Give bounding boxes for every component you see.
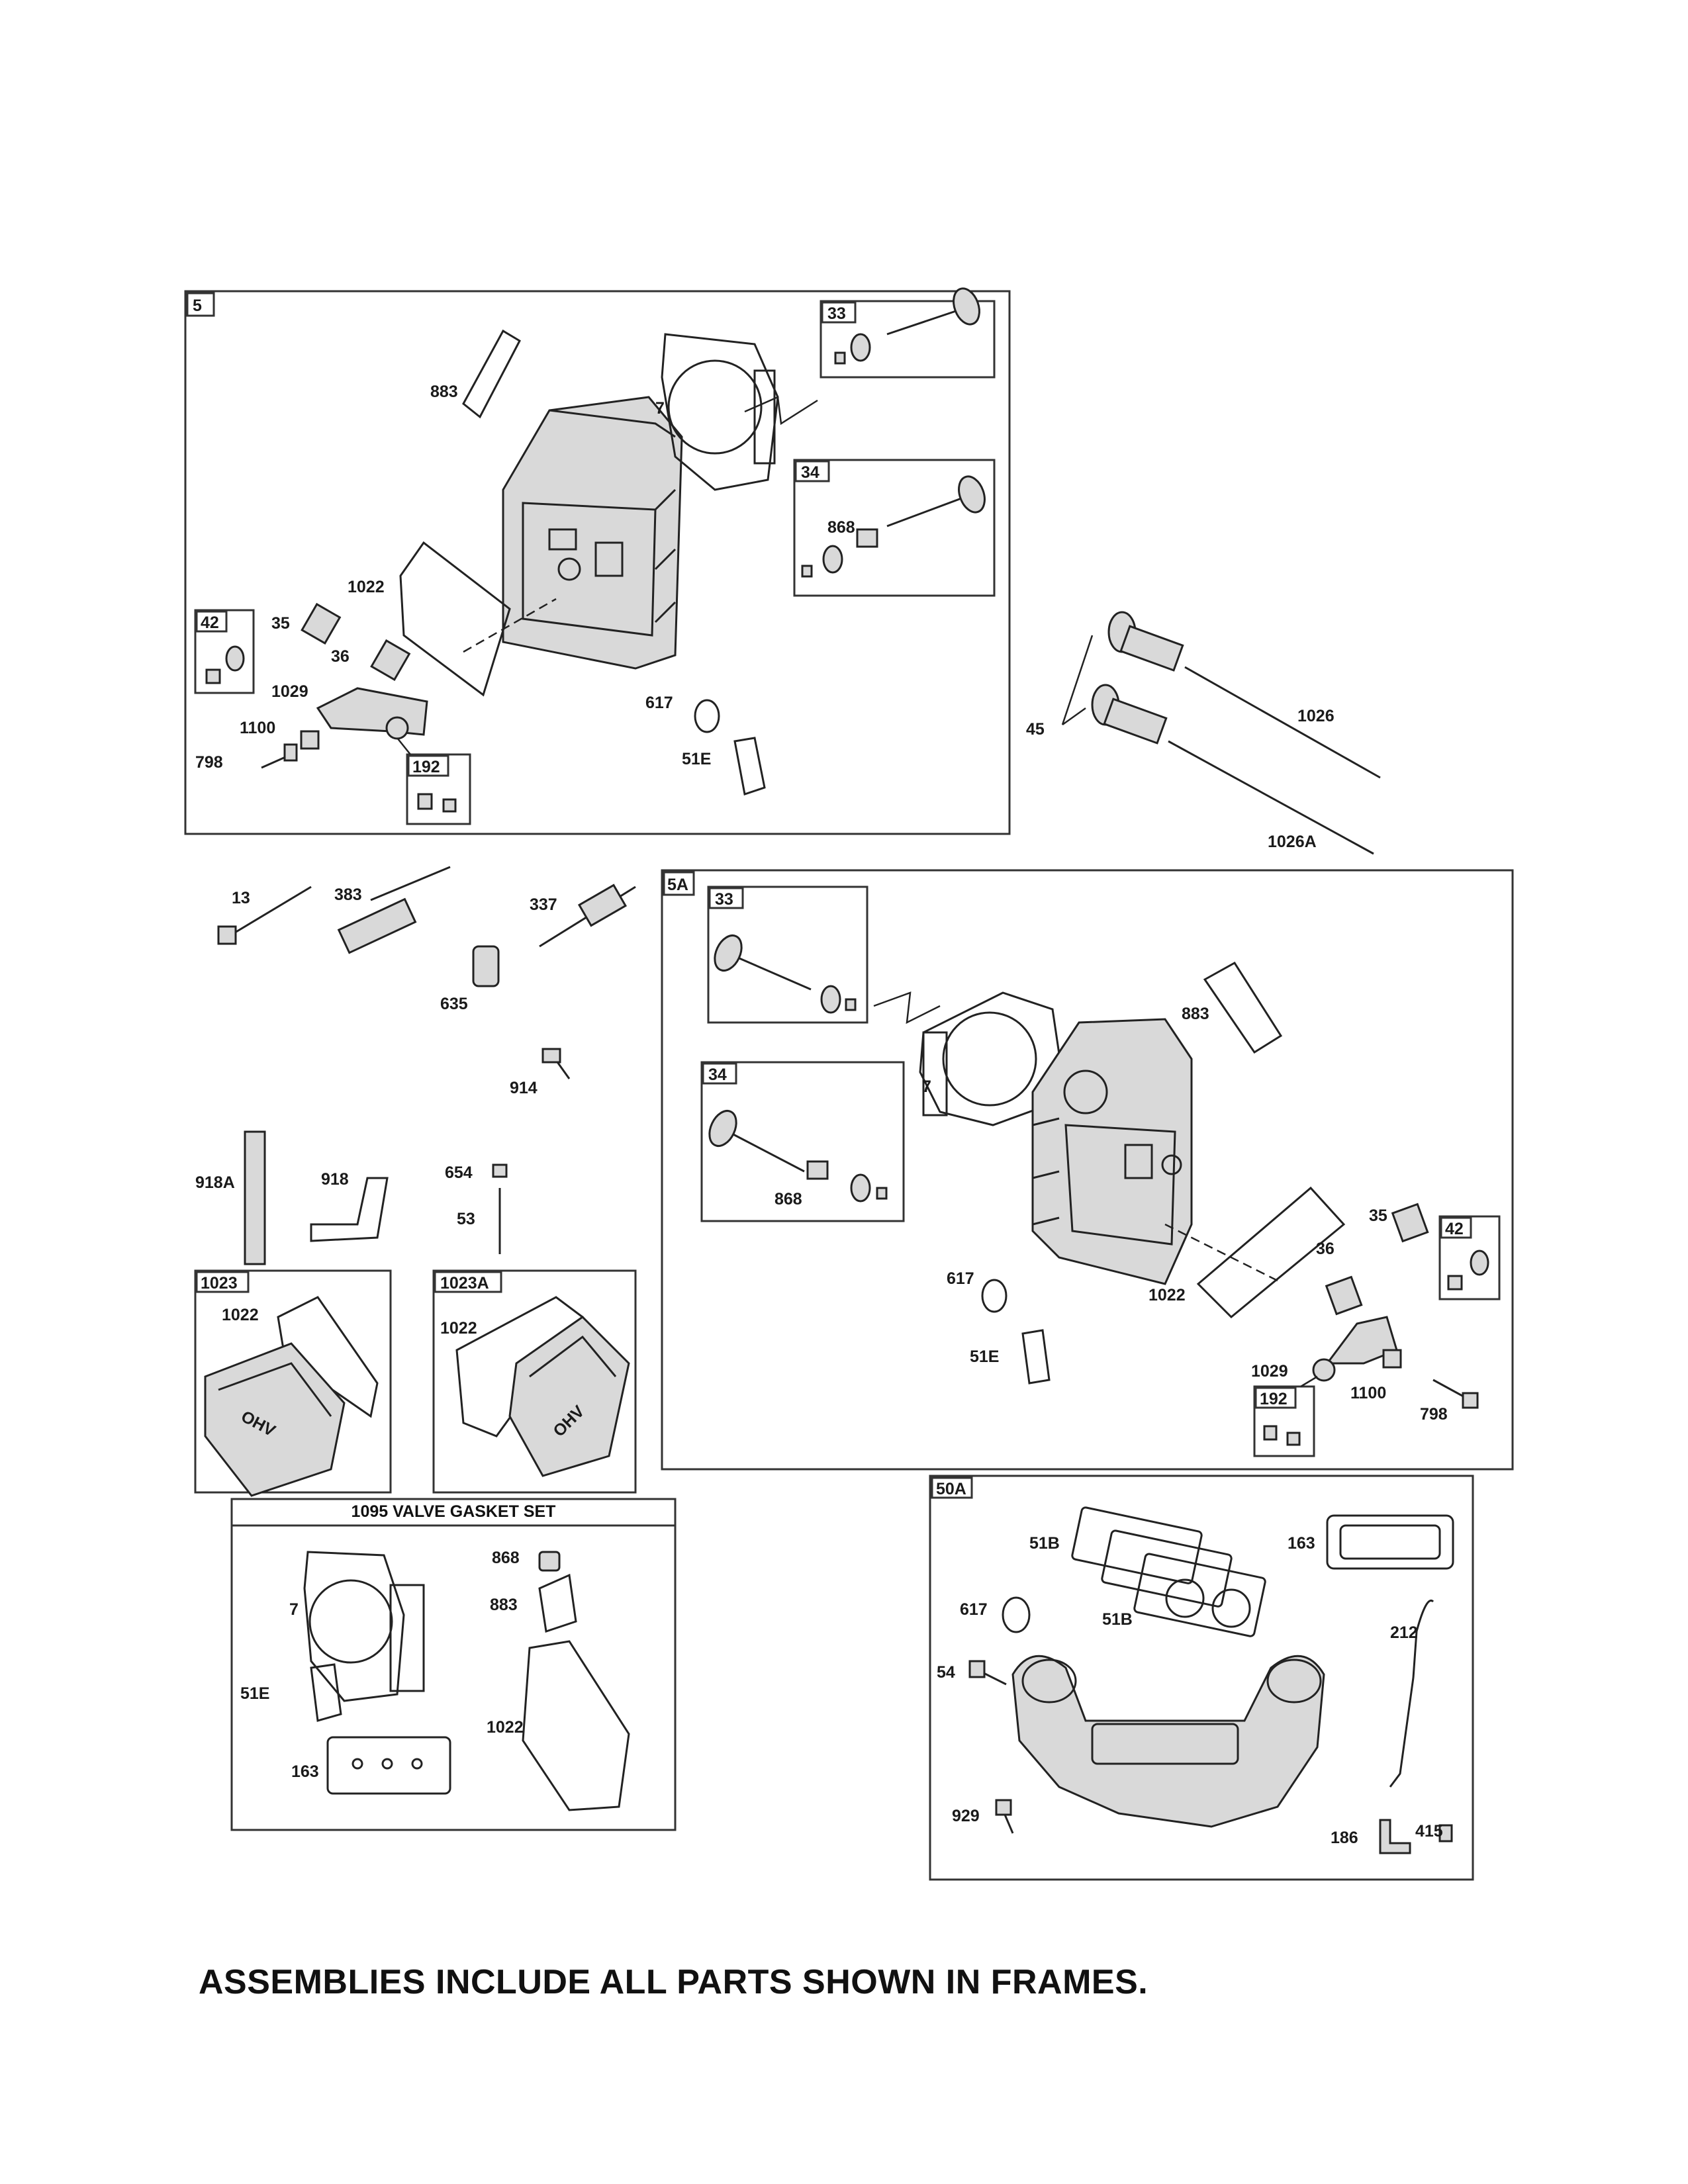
retainer-part — [225, 645, 245, 672]
frame-tag-34-right: 34 — [708, 1066, 727, 1084]
frame-5A: 5A 33 34 868 7 — [661, 869, 1514, 1471]
frame-tag-42-right: 42 — [1445, 1220, 1464, 1238]
frame-tag-5: 5 — [193, 296, 202, 315]
part-918: 918 — [321, 1170, 349, 1189]
push-rod-group: 45 1026 1026A — [1026, 611, 1381, 855]
tappet-lower-part — [1091, 684, 1168, 745]
part-1026: 1026 — [1297, 707, 1335, 725]
part-383: 383 — [334, 886, 362, 904]
frame-tag-34-top: 34 — [801, 463, 820, 482]
frame-tag-33-top: 33 — [827, 304, 846, 323]
frame-tag-192-right: 192 — [1260, 1390, 1288, 1408]
footer-note: ASSEMBLIES INCLUDE ALL PARTS SHOWN IN FR… — [199, 1963, 1149, 2001]
valve-spring-35-part — [301, 602, 342, 645]
part-36-right: 36 — [1316, 1240, 1335, 1258]
part-1022-d: 1022 — [440, 1319, 477, 1338]
part-51E-top: 51E — [682, 750, 711, 768]
part-798-top: 798 — [195, 753, 223, 772]
part-617-right: 617 — [947, 1269, 974, 1288]
gasket-set-163: 163 — [291, 1762, 319, 1781]
part-337: 337 — [530, 895, 557, 914]
part-868-top: 868 — [827, 518, 855, 537]
screw-798-part — [261, 743, 298, 769]
part-51B-upper: 51B — [1029, 1534, 1060, 1553]
valve-intake-part — [834, 287, 980, 365]
keeper-part — [205, 668, 221, 684]
part-415: 415 — [1415, 1822, 1443, 1841]
part-914: 914 — [510, 1079, 538, 1097]
part-35-top: 35 — [271, 614, 290, 633]
frame-tag-33-right: 33 — [715, 890, 733, 909]
frame-tag-42-top: 42 — [201, 614, 219, 632]
frame-tag-1023: 1023 — [201, 1274, 238, 1293]
part-36-top: 36 — [331, 647, 350, 666]
manifold-gaskets-51B-part — [1071, 1506, 1266, 1637]
part-163-manifold: 163 — [1288, 1534, 1315, 1553]
part-1029-top: 1029 — [271, 682, 308, 701]
part-883-top: 883 — [430, 383, 458, 401]
exhaust-gasket-part — [462, 329, 521, 419]
intake-manifold-part — [1011, 1655, 1325, 1828]
rocker-cover-alt-part: OHV — [508, 1316, 630, 1477]
rocker-arm-part — [316, 687, 428, 736]
frame-1023A: 1023A 1022 OHV — [432, 1269, 637, 1494]
part-617-top: 617 — [645, 694, 673, 712]
frame-tag-50A: 50A — [936, 1480, 966, 1498]
tappet-upper-part — [1107, 611, 1184, 672]
part-1100-right: 1100 — [1350, 1384, 1386, 1402]
ball-stud-part — [300, 730, 320, 750]
head-gasket-right-part — [919, 991, 1067, 1126]
frame-50A: 50A 51B 51B 163 617 212 54 — [929, 1475, 1474, 1881]
part-35-right: 35 — [1369, 1206, 1387, 1225]
o-ring-part — [694, 699, 720, 733]
gasket-set-1022: 1022 — [487, 1718, 524, 1737]
part-918A: 918A — [195, 1173, 235, 1192]
gasket-set-868: 868 — [492, 1549, 520, 1567]
rocker-gasket-part — [399, 541, 511, 697]
frame-1023: 1023 1022 OHV — [194, 1269, 392, 1497]
part-51B-lower: 51B — [1102, 1610, 1133, 1629]
gasket-set-51E: 51E — [240, 1684, 269, 1703]
part-654: 654 — [445, 1163, 473, 1182]
part-186: 186 — [1331, 1829, 1358, 1847]
part-13: 13 — [232, 889, 250, 907]
part-617-manifold: 617 — [960, 1600, 988, 1619]
part-929: 929 — [952, 1807, 980, 1825]
frame-tag-192-top: 192 — [412, 758, 440, 776]
gasket-set-title: 1095 VALVE GASKET SET — [351, 1502, 556, 1521]
part-798-right: 798 — [1420, 1405, 1448, 1424]
part-54: 54 — [937, 1663, 955, 1682]
gasket-set-head-gasket-part — [303, 1551, 425, 1702]
valve-exhaust-part — [801, 475, 986, 578]
part-212: 212 — [1390, 1623, 1418, 1642]
part-7-right: 7 — [922, 1077, 931, 1096]
part-868-right: 868 — [774, 1190, 802, 1208]
gasket-set-frame: 868 7 883 51E 1022 163 — [230, 1498, 677, 1831]
part-635: 635 — [440, 995, 468, 1013]
part-45: 45 — [1026, 720, 1045, 739]
part-51E-right: 51E — [970, 1347, 999, 1366]
cylinder-head-part — [502, 396, 683, 670]
part-883-right: 883 — [1182, 1005, 1209, 1023]
part-1029-right: 1029 — [1251, 1362, 1288, 1381]
part-1022-right: 1022 — [1149, 1286, 1186, 1304]
part-1100-top: 1100 — [240, 719, 275, 737]
loose-parts-left: 13 383 337 635 914 918A 918 654 53 — [195, 866, 636, 1265]
cylinder-head-right-part — [1031, 1018, 1193, 1285]
frame-5: 5 33 34 868 42 192 — [184, 287, 1011, 835]
head-gasket-part — [661, 333, 779, 491]
gasket-set-883: 883 — [490, 1596, 518, 1614]
part-53: 53 — [457, 1210, 475, 1228]
rocker-cover-part: OHV — [204, 1342, 346, 1497]
part-1022-top: 1022 — [348, 578, 385, 596]
manifold-gasket-part — [733, 737, 766, 796]
frame-tag-1023A: 1023A — [440, 1274, 489, 1293]
part-1026A: 1026A — [1268, 833, 1317, 851]
part-7-top: 7 — [655, 399, 665, 418]
valve-spring-36-part — [370, 639, 411, 681]
frame-tag-5A: 5A — [667, 876, 688, 894]
gasket-set-7: 7 — [289, 1600, 299, 1619]
part-1022-c: 1022 — [222, 1306, 259, 1324]
